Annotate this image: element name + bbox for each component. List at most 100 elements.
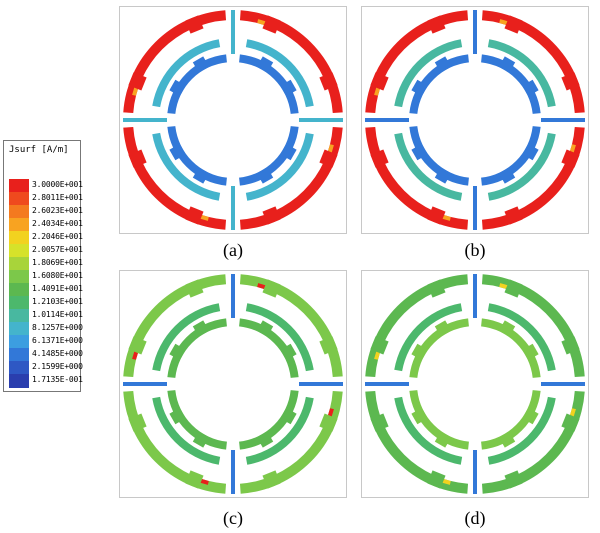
legend-swatch [9,309,29,323]
legend-entry: 8.1257E+000 [9,322,83,336]
inner-pad [280,79,297,97]
outer-pad [561,149,580,168]
inner-pad [498,56,516,73]
outer-pad [128,149,147,168]
middle-ring-segment [152,396,221,465]
outer-pad [427,206,446,225]
legend-label: 2.2046E+001 [32,232,83,241]
outer-ring-segment [123,390,227,494]
outer-pad [319,413,338,432]
outer-ring-segment [239,126,343,230]
inner-pad [522,79,539,97]
inner-pad [192,320,210,337]
inner-pad [498,431,516,448]
inner-pad [434,320,452,337]
middle-ring-segment [152,39,221,108]
legend-entry: 2.2046E+001 [9,231,83,245]
legend-entry: 1.6080E+001 [9,270,83,284]
legend-label: 1.8069E+001 [32,258,83,267]
legend-entry: 2.4034E+001 [9,218,83,232]
legend-entry: 2.6023E+001 [9,205,83,219]
middle-ring-segment [487,39,556,108]
outer-pad [504,279,523,298]
outer-pad [262,15,281,34]
panel-c [119,270,347,498]
inner-pad [522,143,539,161]
panel-d-graphic [365,274,585,494]
inner-pad [434,431,452,448]
inner-pad [522,407,539,425]
outer-pad [427,279,446,298]
outer-pad [262,279,281,298]
outer-ring-segment [481,390,585,494]
legend-label: 2.0057E+001 [32,245,83,254]
outer-ring-segment [481,274,585,378]
inner-pad [280,343,297,361]
outer-ring-segment [365,390,469,494]
inner-pad [411,79,428,97]
legend-swatch [9,179,29,193]
middle-ring-segment [394,39,463,108]
middle-ring-segment [394,396,463,465]
inner-pad [280,143,297,161]
outer-ring-segment [481,126,585,230]
inner-pad [256,431,274,448]
legend-label: 2.4034E+001 [32,219,83,228]
legend-label: 4.1485E+000 [32,349,83,358]
panel-a [119,6,347,234]
outer-pad [561,336,580,355]
outer-pad [370,72,389,91]
outer-pad [504,470,523,489]
legend-swatch [9,192,29,206]
legend-swatch [9,257,29,271]
outer-pad [561,413,580,432]
caption-c: (c) [223,508,243,528]
middle-ring-segment [245,396,314,465]
outer-pad [561,72,580,91]
legend-entry: 1.2103E+001 [9,296,83,310]
legend-swatch [9,335,29,349]
legend-title: Jsurf [A/m] [9,145,69,155]
inner-pad [434,56,452,73]
legend-swatch [9,283,29,297]
legend-entry: 1.4091E+001 [9,283,83,297]
outer-pad [427,15,446,34]
middle-ring-segment [245,303,314,372]
legend-entry: 1.0114E+001 [9,309,83,323]
legend-label: 2.1599E+000 [32,362,83,371]
legend-entry: 2.0057E+001 [9,244,83,258]
panel-b-graphic [365,10,585,230]
middle-ring-segment [487,132,556,201]
inner-pad [256,320,274,337]
outer-pad [262,470,281,489]
legend-swatch [9,218,29,232]
inner-pad [256,56,274,73]
outer-ring-segment [365,126,469,230]
inner-pad [434,167,452,184]
legend-label: 8.1257E+000 [32,323,83,332]
legend-entry: 3.0000E+001 [9,179,83,193]
legend-label: 1.0114E+001 [32,310,83,319]
legend-entry: 2.1599E+000 [9,361,83,375]
outer-pad [504,206,523,225]
legend-entry: 4.1485E+000 [9,348,83,362]
inner-pad [280,407,297,425]
outer-pad [370,149,389,168]
legend-swatch [9,361,29,375]
outer-ring-segment [239,390,343,494]
inner-pad [192,167,210,184]
middle-ring-segment [394,132,463,201]
legend-entry: 6.1371E+000 [9,335,83,349]
panel-b [361,6,589,234]
legend-label: 1.7135E-001 [32,375,83,384]
outer-pad [185,15,204,34]
outer-pad [128,72,147,91]
inner-pad [169,143,186,161]
outer-ring-segment [123,10,227,114]
middle-ring-segment [245,132,314,201]
legend-swatch [9,205,29,219]
legend-swatch [9,322,29,336]
inner-pad [411,143,428,161]
inner-pad [169,79,186,97]
